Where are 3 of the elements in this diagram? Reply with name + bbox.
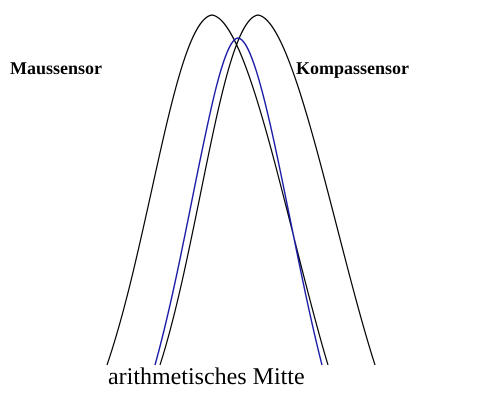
curve-label: Kompassensor — [296, 58, 410, 79]
curve-label: Maussensor — [10, 58, 102, 79]
axis-label: arithmetisches Mitte — [108, 364, 305, 391]
